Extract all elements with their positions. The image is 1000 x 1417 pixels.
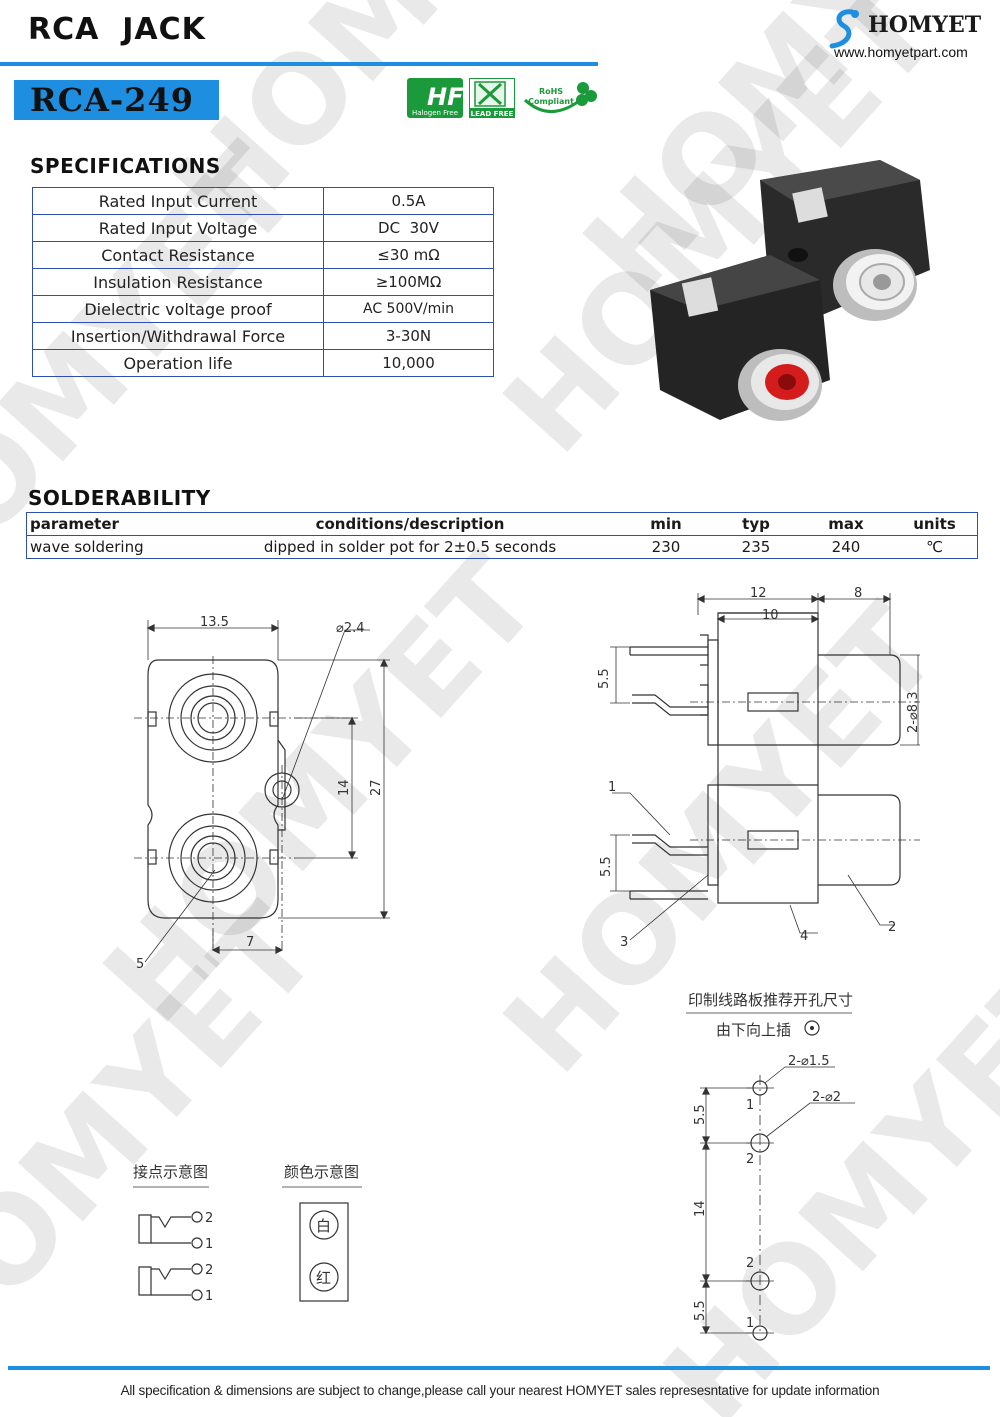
specifications-title: SPECIFICATIONS	[30, 154, 221, 178]
pin-label: 2	[746, 1256, 754, 1271]
dim-label: 10	[762, 608, 779, 623]
spec-value: ≥100MΩ	[323, 268, 494, 296]
dim-label: 2	[888, 920, 896, 935]
pin-label: 2	[205, 1211, 213, 1226]
color-label-white: 白	[316, 1217, 331, 1235]
cell-parameter: wave soldering	[26, 535, 200, 559]
cell-conditions: dipped in solder pot for 2±0.5 seconds	[200, 535, 620, 559]
spec-value: ≤30 mΩ	[323, 241, 494, 269]
pcb-subtitle: 由下向上插	[716, 1021, 791, 1039]
spec-label: Operation life	[32, 349, 324, 377]
product-photo	[650, 160, 930, 421]
contact-diagram: 接点示意图 2 1 2 1	[133, 1163, 213, 1304]
spec-value: 0.5A	[323, 187, 494, 215]
dim-label: 14	[337, 779, 352, 796]
pin-label: 1	[746, 1098, 754, 1113]
col-max: max	[800, 512, 892, 536]
dim-label: 7	[246, 935, 254, 950]
dim-label: 12	[750, 586, 767, 601]
col-parameter: parameter	[26, 512, 200, 536]
cell-max: 240	[800, 535, 892, 559]
col-conditions: conditions/description	[200, 512, 620, 536]
footer-rule	[8, 1366, 990, 1370]
dim-label: 13.5	[200, 615, 229, 630]
lead-free-badge: LEAD FREE	[468, 77, 516, 119]
side-view-drawing: 12 10 8 5.5 2-⌀8.3 1 5.5 3 4 2	[597, 586, 920, 950]
title-rule	[0, 62, 598, 66]
pcb-hole-layout: 印制线路板推荐开孔尺寸 由下向上插 2-⌀1.5 2-⌀2 5.5 14 5.5…	[686, 991, 855, 1341]
pin-label: 2	[205, 1263, 213, 1278]
dim-label: 27	[369, 779, 384, 796]
dim-label: 2-⌀1.5	[788, 1054, 829, 1069]
page-title: RCA JACK	[28, 12, 206, 47]
dim-label: 3	[620, 935, 628, 950]
col-typ: typ	[712, 512, 800, 536]
spec-value: DC 30V	[323, 214, 494, 242]
brand-name: HOMYET	[868, 12, 982, 38]
spec-label: Contact Resistance	[32, 241, 324, 269]
rohs-label-line1: RoHS	[539, 87, 563, 96]
model-number: RCA-249	[30, 81, 194, 119]
col-min: min	[620, 512, 712, 536]
table-header-row: parameter conditions/description min typ…	[26, 512, 978, 536]
brand-logo-icon	[829, 9, 859, 49]
contact-diagram-title: 接点示意图	[133, 1163, 208, 1181]
color-diagram-title: 颜色示意图	[284, 1163, 359, 1181]
footer-disclaimer: All specification & dimensions are subje…	[120, 1383, 880, 1398]
dim-label: 5.5	[693, 1300, 708, 1321]
dim-label: 5.5	[599, 856, 614, 877]
color-label-red: 红	[316, 1269, 331, 1287]
color-diagram: 颜色示意图 白 红	[282, 1163, 362, 1302]
lead-free-label: LEAD FREE	[471, 110, 514, 118]
spec-label: Rated Input Current	[32, 187, 324, 215]
pin-label: 1	[746, 1316, 754, 1331]
rohs-badge: RoHS Compliant	[521, 78, 597, 118]
cell-typ: 235	[712, 535, 800, 559]
insert-direction-icon	[804, 1020, 820, 1036]
spec-label: Insertion/Withdrawal Force	[32, 322, 324, 350]
solderability-table: parameter conditions/description min typ…	[26, 512, 978, 559]
spec-value: 3-30N	[323, 322, 494, 350]
dim-label: 1	[608, 780, 616, 795]
pcb-title: 印制线路板推荐开孔尺寸	[688, 991, 853, 1009]
halogen-free-badge: HF Halogen Free	[407, 78, 464, 118]
dim-label: 14	[693, 1200, 708, 1217]
pin-label: 1	[205, 1289, 213, 1304]
pin-label: 1	[205, 1237, 213, 1252]
dim-label: 5.5	[693, 1104, 708, 1125]
dim-label: 5	[136, 957, 144, 972]
dim-label: 5.5	[597, 668, 612, 689]
solderability-title: SOLDERABILITY	[28, 486, 211, 510]
halogen-free-label: Halogen Free	[412, 109, 458, 117]
dim-label: 2-⌀2	[812, 1090, 841, 1105]
table-row: Insulation Resistance≥100MΩ	[32, 268, 494, 296]
dim-label: 2-⌀8.3	[906, 692, 920, 733]
front-view-drawing: 13.5 ⌀2.4 14 27 7 5	[134, 615, 390, 972]
table-row: Contact Resistance≤30 mΩ	[32, 241, 494, 269]
spec-label: Dielectric voltage proof	[32, 295, 324, 323]
dim-label: 8	[854, 586, 862, 601]
cell-min: 230	[620, 535, 712, 559]
spec-value: AC 500V/min	[323, 295, 494, 323]
pin-label: 2	[746, 1152, 754, 1167]
cell-units: ℃	[892, 535, 978, 559]
spec-label: Rated Input Voltage	[32, 214, 324, 242]
spec-label: Insulation Resistance	[32, 268, 324, 296]
model-box	[14, 80, 219, 120]
brand-url[interactable]: www.homyetpart.com	[834, 44, 968, 60]
col-units: units	[892, 512, 978, 536]
dim-label: ⌀2.4	[336, 621, 365, 636]
svg-text:HF: HF	[427, 83, 463, 111]
dim-label: 4	[800, 929, 808, 944]
spec-value: 10,000	[323, 349, 494, 377]
table-row: wave soldering dipped in solder pot for …	[26, 535, 978, 559]
rohs-label-line2: Compliant	[528, 97, 574, 106]
